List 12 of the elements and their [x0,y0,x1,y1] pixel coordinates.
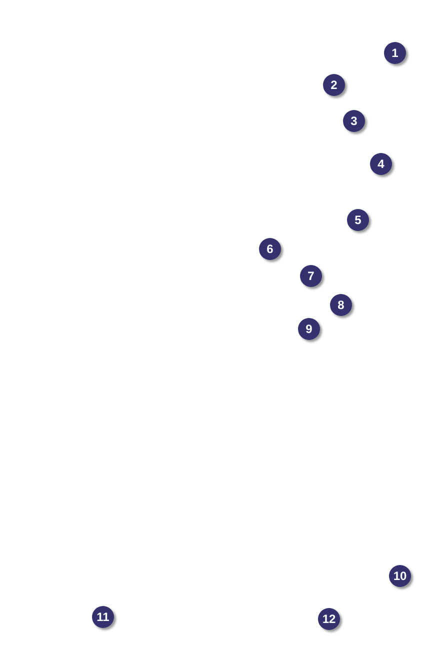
callout-number: 9 [298,318,320,340]
callout-number: 7 [300,265,322,287]
callout-number: 1 [384,42,406,64]
callout-number: 3 [343,110,365,132]
callout-number: 5 [347,209,369,231]
callout-number: 10 [389,565,411,587]
callout-number: 4 [370,153,392,175]
callout-number: 12 [318,608,340,630]
callout-number: 11 [92,606,114,628]
callout-number: 2 [323,74,345,96]
callout-number: 6 [259,238,281,260]
callout-number: 8 [330,294,352,316]
